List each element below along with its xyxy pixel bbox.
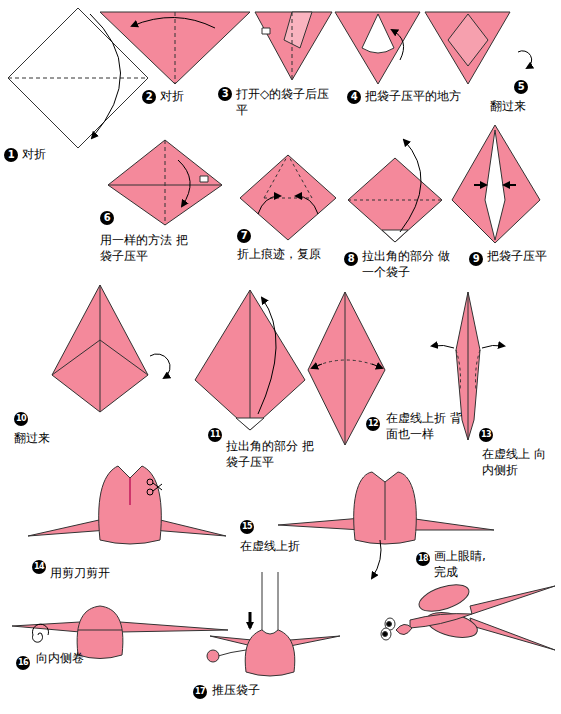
step-text: 向内侧卷	[36, 650, 84, 666]
callout-number: 17	[193, 685, 207, 699]
step-text: 拉出角的部分 把袋子压平	[226, 438, 321, 470]
callout-number: 9	[469, 252, 483, 266]
step-text: 对折	[22, 146, 46, 162]
callout-number: 16	[16, 656, 30, 670]
step-text: 打开◇的袋子后压平	[236, 86, 332, 118]
step-text: 翻过来	[490, 98, 526, 114]
callout-number: 1	[4, 148, 18, 162]
step-text: 用剪刀剪开	[50, 565, 110, 581]
callout-number: 12	[366, 417, 380, 431]
step-text: 推压袋子	[212, 682, 260, 698]
callout-number: 11	[208, 428, 222, 442]
step-text: 把袋子压平	[487, 248, 547, 264]
step-text: 折上痕迹，复原	[237, 246, 321, 262]
callout-number: 7	[237, 229, 251, 243]
step-text: 在虚线上 向内侧折	[482, 446, 552, 478]
callout-number: 3	[218, 87, 232, 101]
callout-number: 8	[344, 252, 358, 266]
callout-number: 2	[142, 90, 156, 104]
callout-number: 13	[479, 428, 493, 442]
callout-number: 5	[514, 80, 528, 94]
callout-number: 18	[416, 552, 430, 566]
step-text: 把袋子压平的地方	[365, 88, 461, 104]
callout-number: 10	[14, 412, 28, 426]
callout-number: 6	[100, 211, 114, 225]
callout-number: 14	[32, 560, 46, 574]
callout-number: 15	[240, 520, 254, 534]
step-text: 对折	[160, 88, 184, 104]
step-text: 画上眼睛, 完成	[434, 548, 496, 580]
callout-number: 4	[347, 90, 361, 104]
step-text: 在虚线上折	[240, 538, 300, 554]
step-text: 在虚线上折 背面也一样	[386, 410, 466, 442]
step-text: 翻过来	[14, 430, 50, 446]
step-text: 拉出角的部分 做一个袋子	[362, 248, 452, 280]
step-text: 用一样的方法 把袋子压平	[100, 232, 190, 264]
